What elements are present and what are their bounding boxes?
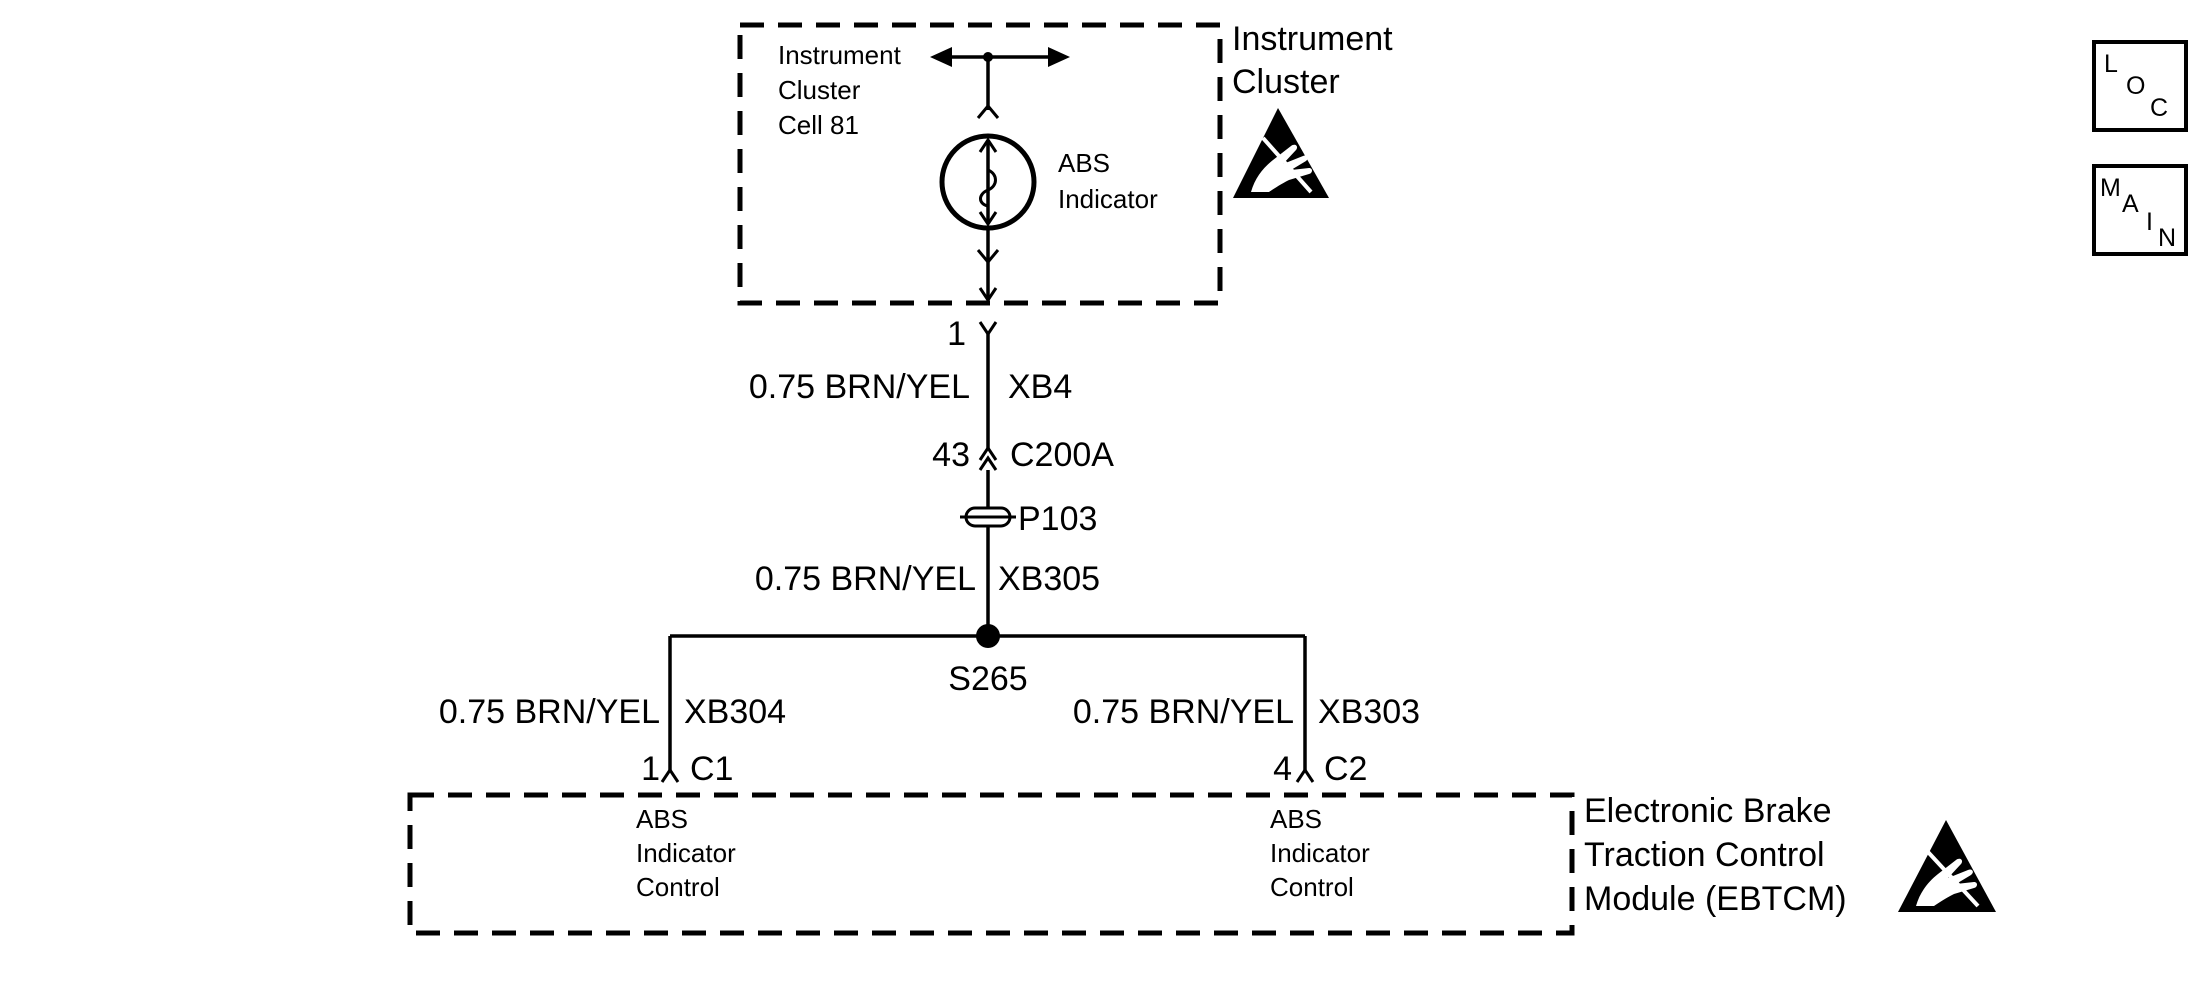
pass-through-p103: P103 (1018, 500, 1097, 538)
abs-indicator-label-2: Indicator (1058, 184, 1158, 214)
connector-c200a (978, 445, 998, 508)
loc-letter-l: L (2104, 50, 2118, 78)
splice-s265 (668, 624, 1307, 770)
bus-arrow (930, 47, 1070, 119)
connector-c200a-id: C200A (1010, 436, 1114, 474)
ebtcm-box (407, 792, 1575, 936)
connector-c2-id: C2 (1324, 750, 1367, 788)
main-button[interactable]: M A I N (2092, 164, 2188, 256)
esd-warning-icon (1898, 820, 1996, 912)
instrument-cluster-pin: 1 (947, 315, 966, 353)
lamp-output-arrow (976, 230, 1000, 303)
ebtcm-left-label-1: ABS (636, 804, 688, 834)
esd-warning-icon (1233, 108, 1329, 198)
ebtcm-right-label-2: Indicator (1270, 838, 1370, 868)
loc-button[interactable]: L O C (2092, 40, 2188, 132)
abs-indicator-label-1: ABS (1058, 148, 1110, 178)
ebtcm-title-2: Traction Control (1584, 836, 1825, 874)
connector-c1 (660, 767, 680, 783)
connector-c2-pin: 4 (1273, 750, 1292, 788)
connector-c200a-pin: 43 (932, 436, 970, 474)
connector-c2 (1295, 767, 1315, 783)
loc-letter-o: O (2126, 72, 2145, 100)
connector-c1-id: C1 (690, 750, 733, 788)
wire-xb305-id: XB305 (998, 560, 1100, 598)
ebtcm-right-label-3: Control (1270, 872, 1354, 902)
instrument-cluster-box (737, 22, 1223, 306)
wire-xb305-gauge: 0.75 BRN/YEL (755, 560, 976, 598)
ebtcm-title-1: Electronic Brake (1584, 792, 1832, 830)
cell-label-2: Cluster (778, 75, 861, 105)
abs-indicator-lamp-icon (939, 133, 1037, 231)
wire-xb4-id: XB4 (1008, 368, 1072, 406)
cell-label-1: Instrument (778, 40, 902, 70)
ebtcm-left-label-2: Indicator (636, 838, 736, 868)
instrument-cluster-title-1: Instrument (1232, 20, 1393, 58)
ebtcm-right-label-1: ABS (1270, 804, 1322, 834)
wire-xb303-gauge: 0.75 BRN/YEL (1073, 693, 1294, 731)
main-letter-m: M (2100, 174, 2121, 202)
wire-xb304-gauge: 0.75 BRN/YEL (439, 693, 660, 731)
splice-s265-label: S265 (948, 660, 1027, 698)
pass-through-p103-icon (960, 506, 1016, 640)
wire-xb4-gauge: 0.75 BRN/YEL (749, 368, 970, 406)
connector-c1-pin: 1 (641, 750, 660, 788)
instrument-cluster-pin-connector (978, 321, 998, 448)
loc-letter-c: C (2150, 94, 2168, 122)
ebtcm-left-label-3: Control (636, 872, 720, 902)
main-letter-n: N (2158, 224, 2176, 252)
wire-xb303-id: XB303 (1318, 693, 1420, 731)
main-letter-i: I (2146, 208, 2153, 236)
main-letter-a: A (2122, 190, 2139, 218)
wire-xb304-id: XB304 (684, 693, 786, 731)
cell-label-3: Cell 81 (778, 110, 859, 140)
instrument-cluster-title-2: Cluster (1232, 63, 1340, 101)
ebtcm-title-3: Module (EBTCM) (1584, 880, 1847, 918)
